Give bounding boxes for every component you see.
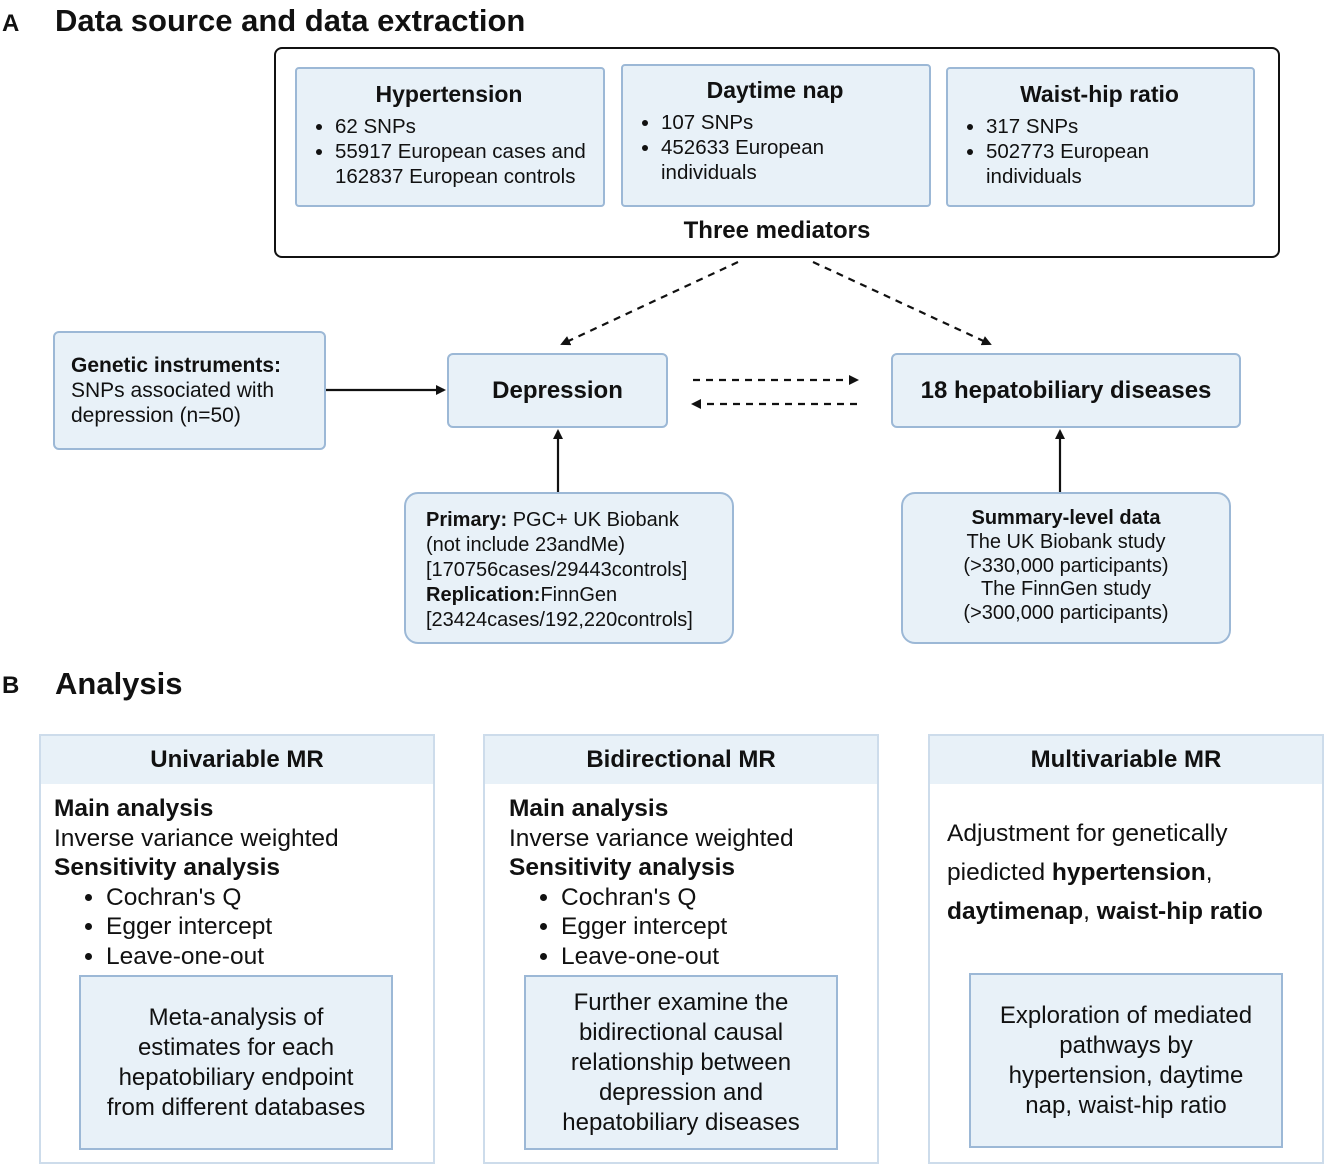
multivariable-note: Exploration of mediated pathways by hype… — [969, 973, 1283, 1148]
mediator-to-hepatobiliary-arrow — [812, 261, 992, 346]
summary-level-box: Summary-level data The UK Biobank study … — [901, 492, 1231, 644]
daytimenap-term: daytimenap — [947, 898, 1084, 925]
summary-line: The FinnGen study — [980, 578, 1152, 601]
depression-node: Depression — [447, 353, 668, 428]
mediator-title: Daytime nap — [706, 77, 844, 103]
panel-b-letter: B — [2, 672, 20, 699]
separator: , — [1083, 898, 1097, 925]
mediators-label: Three mediators — [683, 217, 871, 244]
primary-label: Primary: — [426, 509, 508, 531]
summary-line: The UK Biobank study — [966, 530, 1166, 553]
replication-text: FinnGen — [540, 584, 618, 606]
summary-line: (>300,000 participants) — [963, 602, 1169, 625]
mediator-title: Hypertension — [375, 81, 523, 107]
sensitivity-item: Egger intercept — [561, 912, 877, 942]
mediators-container — [274, 47, 1280, 258]
mediator-hypertension: Hypertension 62 SNPs 55917 European case… — [295, 67, 605, 207]
sensitivity-label: Sensitivity analysis — [509, 854, 736, 881]
main-analysis-label: Main analysis — [509, 795, 669, 822]
bidirectional-note: Further examine the bidirectional causal… — [524, 975, 838, 1150]
mediator-to-depression-arrow — [560, 261, 739, 346]
waist-hip-term: waist-hip ratio — [1096, 898, 1263, 925]
genetic-instruments-box: Genetic instruments: SNPs associated wit… — [53, 331, 326, 450]
primary-text: PGC+ UK Biobank — [507, 509, 679, 531]
main-analysis-label: Main analysis — [54, 795, 214, 822]
primary-counts: [170756cases/29443controls] — [426, 559, 688, 581]
univariable-note: Meta-analysis of estimates for each hepa… — [79, 975, 393, 1150]
mediator-bullet: 107 SNPs — [661, 110, 915, 135]
mediator-bullet: 452633 European individuals — [661, 135, 915, 185]
mediator-bullet: 62 SNPs — [335, 114, 589, 139]
sensitivity-item: Leave-one-out — [561, 942, 877, 972]
column-header: Bidirectional MR — [485, 736, 877, 784]
column-header: Univariable MR — [41, 736, 433, 784]
sensitivity-item: Cochran's Q — [106, 883, 433, 913]
main-analysis-text: Inverse variance weighted — [509, 824, 794, 852]
main-analysis-text: Inverse variance weighted — [54, 824, 339, 852]
adjustment-line: Adjustment for genetically — [947, 820, 1228, 847]
primary-note: (not include 23andMe) — [426, 534, 626, 556]
panel-a-letter: A — [2, 10, 20, 37]
replication-counts: [23424cases/192,220controls] — [426, 609, 693, 631]
panel-a-title: Data source and data extraction — [55, 3, 526, 38]
column-header: Multivariable MR — [930, 736, 1322, 784]
panel-b-title: Analysis — [55, 666, 183, 701]
mediator-bullet: 317 SNPs — [986, 114, 1239, 139]
sensitivity-item: Cochran's Q — [561, 883, 877, 913]
summary-line: (>330,000 participants) — [963, 554, 1169, 577]
hepatobiliary-node: 18 hepatobiliary diseases — [891, 353, 1241, 428]
separator: , — [1205, 859, 1213, 886]
multivariable-text: Adjustment for genetically piedicted hyp… — [930, 784, 1322, 931]
instruments-label: Genetic instruments: — [71, 354, 282, 377]
sensitivity-label: Sensitivity analysis — [54, 854, 281, 881]
summary-title: Summary-level data — [971, 507, 1161, 529]
replication-label: Replication: — [426, 584, 541, 606]
mediator-waist-hip-ratio: Waist-hip ratio 317 SNPs 502773 European… — [946, 67, 1255, 207]
sensitivity-item: Leave-one-out — [106, 942, 433, 972]
sensitivity-item: Egger intercept — [106, 912, 433, 942]
instruments-text: SNPs associated with depression (n=50) — [71, 379, 275, 427]
mediator-title: Waist-hip ratio — [1020, 81, 1179, 107]
mediator-bullet: 502773 European individuals — [986, 139, 1239, 189]
mediator-bullet: 55917 European cases and 162837 European… — [335, 139, 589, 189]
adjustment-text: piedicted — [947, 859, 1052, 886]
depression-data-source: Primary: PGC+ UK Biobank (not include 23… — [404, 492, 734, 644]
mediator-daytime-nap: Daytime nap 107 SNPs 452633 European ind… — [621, 64, 931, 207]
hypertension-term: hypertension — [1051, 859, 1206, 886]
